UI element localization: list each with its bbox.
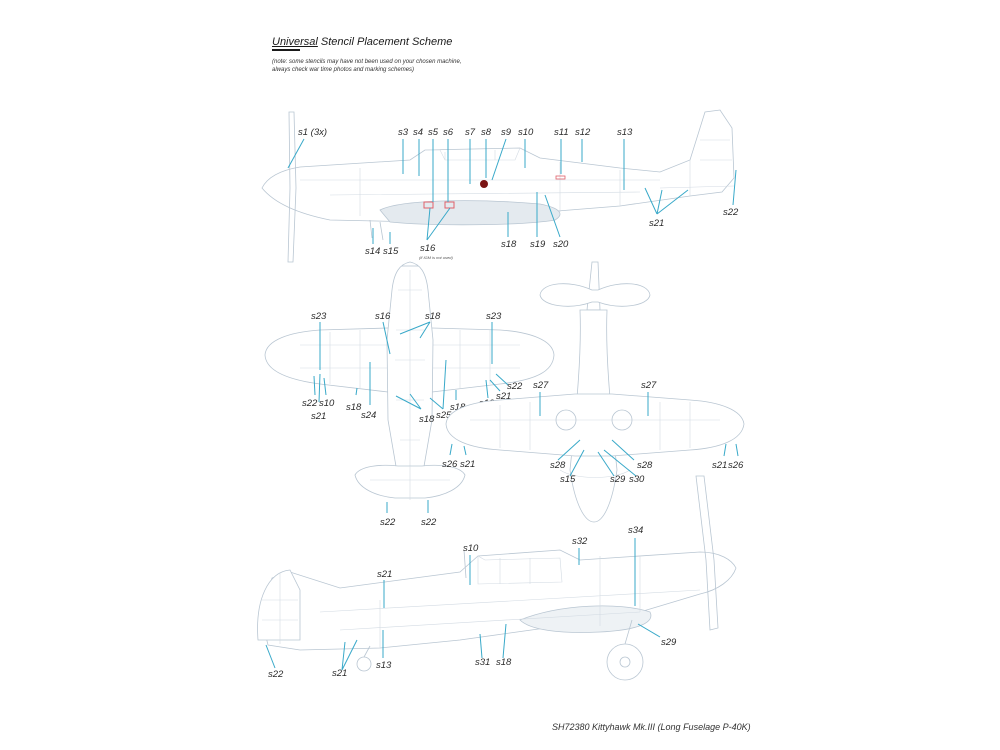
front-wing	[445, 393, 745, 457]
label-s22-plan-right: s22	[507, 381, 523, 392]
scheme-note-line-1: (note: some stencils may have not been u…	[272, 59, 462, 65]
label-s22-side-bottom: s22	[268, 669, 284, 680]
side-bottom-fuselage	[261, 549, 737, 651]
label-s10-plan-left: s10	[319, 398, 335, 409]
label-s1: s1 (3x)	[298, 127, 327, 138]
label-s29-front: s29	[610, 474, 626, 485]
side-bottom-main-wheel	[606, 643, 644, 681]
label-s30: s30	[629, 474, 645, 485]
scheme-note-line-2: always check war time photos and marking…	[272, 67, 415, 73]
label-s32: s32	[572, 536, 588, 547]
scheme-title: Universal Stencil Placement Scheme	[272, 36, 452, 48]
label-s16: s16	[420, 243, 436, 254]
label-s16-plan: s16	[375, 311, 391, 322]
aircraft-side-view-top: s1 (3x) s3 s4 s5 s6 s7 s8 s9 s10 s11 s12…	[261, 109, 739, 263]
label-s13: s13	[617, 127, 633, 138]
label-s16-note: (if IGM is not used)	[419, 255, 453, 260]
footer-caption: SH72380 Kittyhawk Mk.III (Long Fuselage …	[552, 722, 751, 732]
scheme-title-underlined: Universal	[272, 36, 318, 48]
scheme-note: (note: some stencils may have not been u…	[272, 58, 461, 74]
aircraft-front-view: s27 s27 s28 s28 s15 s29 s30 s21 s26	[445, 261, 745, 523]
label-s7: s7	[465, 127, 476, 138]
label-s22-plan-left: s22	[302, 398, 318, 409]
side-bottom-canopy	[477, 555, 563, 585]
side-bottom-wing	[519, 605, 652, 633]
label-s21-side-bottom: s21	[332, 668, 347, 679]
label-s6: s6	[443, 127, 454, 138]
side-bottom-tail-wheel	[356, 656, 372, 672]
label-s26-plan: s26	[442, 459, 458, 470]
side-top-propeller	[287, 111, 297, 263]
label-s18-plan-center: s18	[419, 414, 435, 425]
label-s21-side-bottom-top: s21	[377, 569, 392, 580]
label-s8: s8	[481, 127, 492, 138]
label-s20: s20	[553, 239, 569, 250]
aircraft-plan-view: s23 s16 s18 s23 s22 s10 s21 s18 s24 s18 …	[264, 261, 555, 528]
side-top-fuselage	[261, 109, 735, 223]
label-s34: s34	[628, 525, 643, 536]
label-s10-side-bottom: s10	[463, 543, 479, 554]
front-wheel-right	[611, 409, 633, 431]
fuselage-roundel-center	[480, 180, 488, 188]
label-s28-left: s28	[550, 460, 566, 471]
stencil-s11-mark	[555, 175, 566, 180]
label-s22-tail-right: s22	[421, 517, 437, 528]
front-tailplane	[539, 283, 651, 307]
aircraft-side-view-bottom: s10 s32 s34 s21 s29 s22 s21 s13 s31 s18	[257, 475, 737, 681]
label-s18: s18	[501, 239, 517, 250]
title-underline-bar	[272, 49, 300, 51]
label-s21-plan-bottom: s21	[460, 459, 475, 470]
side-bottom-rudder	[257, 569, 301, 641]
label-s22: s22	[723, 207, 739, 218]
label-s27-right: s27	[641, 380, 657, 391]
label-s19: s19	[530, 239, 546, 250]
label-s23-left: s23	[311, 311, 327, 322]
label-s27-left: s27	[533, 380, 549, 391]
front-wheel-left	[555, 409, 577, 431]
label-s24: s24	[361, 410, 376, 421]
side-bottom-propeller	[695, 475, 719, 631]
label-s5: s5	[428, 127, 439, 138]
label-s10: s10	[518, 127, 534, 138]
label-s9: s9	[501, 127, 512, 138]
label-s29-side-bottom: s29	[661, 637, 677, 648]
label-s22-tail-left: s22	[380, 517, 396, 528]
label-s3: s3	[398, 127, 409, 138]
side-top-wing	[379, 200, 561, 226]
label-s11: s11	[554, 127, 569, 138]
label-s18-side-bottom: s18	[496, 657, 512, 668]
label-s21-plan-right: s21	[496, 391, 511, 402]
label-s26-front: s26	[728, 460, 744, 471]
label-s15: s15	[383, 246, 399, 257]
label-s18-plan-left: s18	[346, 402, 362, 413]
label-s18-plan-top: s18	[425, 311, 441, 322]
label-s23-right: s23	[486, 311, 502, 322]
label-s12: s12	[575, 127, 591, 138]
label-s21: s21	[649, 218, 664, 229]
label-s21-front: s21	[712, 460, 727, 471]
label-s25: s25	[436, 410, 452, 421]
label-s18-plan-right: s18	[450, 402, 466, 413]
label-s14: s14	[365, 246, 380, 257]
label-s31: s31	[475, 657, 490, 668]
label-s28-right: s28	[637, 460, 653, 471]
label-s21-plan-left: s21	[311, 411, 326, 422]
scheme-title-rest: Stencil Placement Scheme	[317, 36, 453, 48]
label-s13-side-bottom: s13	[376, 660, 392, 671]
label-s4: s4	[413, 127, 423, 138]
label-s15-front: s15	[560, 474, 576, 485]
stencil-s5-mark	[423, 201, 434, 209]
